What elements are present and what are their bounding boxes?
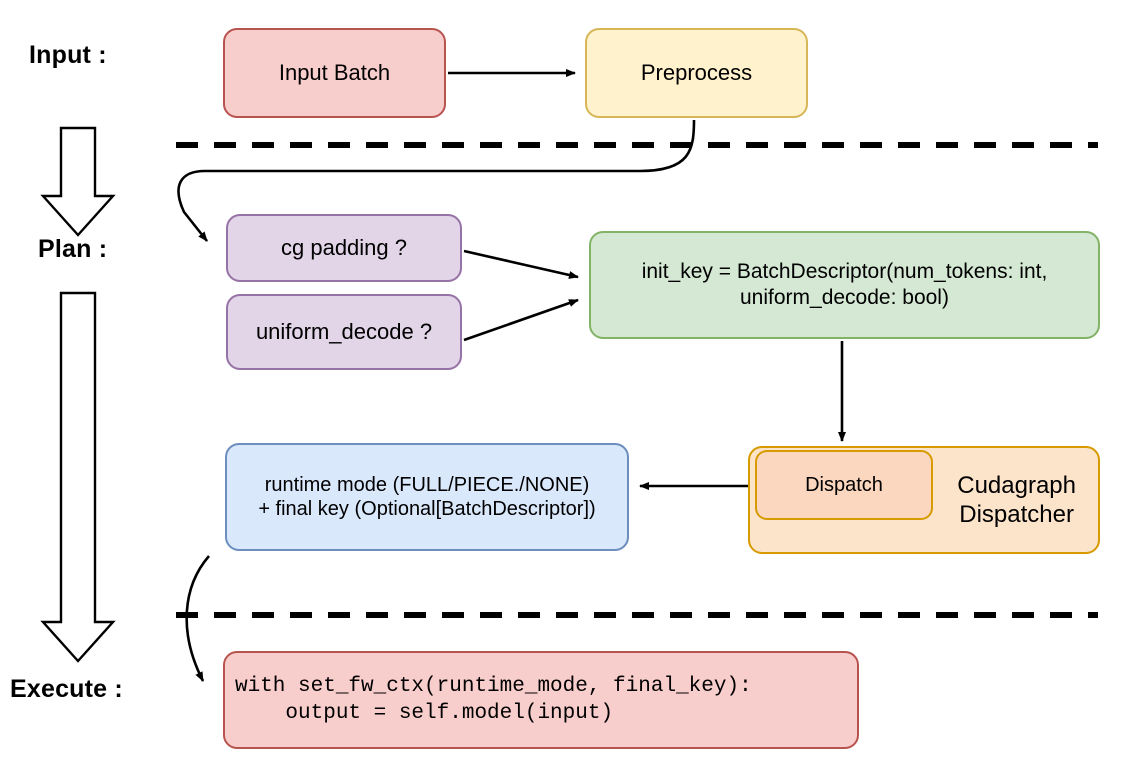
node-preprocess[interactable]: Preprocess [585, 28, 808, 118]
stage-arrow-plan-to-execute [40, 291, 116, 663]
node-execute-code[interactable]: with set_fw_ctx(runtime_mode, final_key)… [223, 651, 859, 749]
node-dispatch[interactable]: Dispatch [755, 450, 933, 520]
connector-runtime-mode-to-execute-code [185, 555, 210, 682]
node-cg-padding[interactable]: cg padding ? [226, 214, 462, 282]
connector-cg-padding-to-init-key [463, 249, 579, 279]
connector-uniform-decode-to-init-key [463, 298, 579, 342]
stage-label-plan: Plan : [38, 235, 108, 263]
node-runtime-mode[interactable]: runtime mode (FULL/PIECE./NONE) + final … [225, 443, 629, 551]
node-uniform-decode[interactable]: uniform_decode ? [226, 294, 462, 370]
stage-arrow-input-to-plan [40, 126, 116, 237]
node-input-batch[interactable]: Input Batch [223, 28, 446, 118]
node-init-key[interactable]: init_key = BatchDescriptor(num_tokens: i… [589, 231, 1100, 339]
stage-label-input: Input : [29, 41, 107, 69]
stage-label-execute: Execute : [10, 675, 123, 703]
